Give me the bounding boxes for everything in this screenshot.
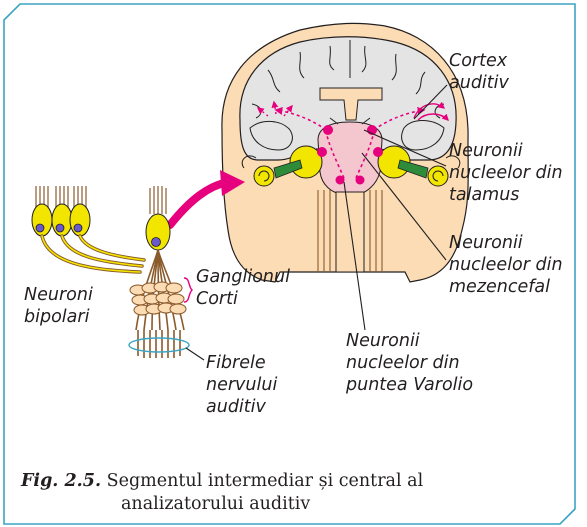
spinal-cord <box>336 192 364 272</box>
nucleus-mezencefal-right <box>373 147 383 157</box>
nucleus-puntea-left <box>336 176 345 185</box>
figure-number: Fig. 2.5. <box>21 471 101 491</box>
bipolar-neurons <box>32 186 144 272</box>
big-arrow <box>170 182 228 225</box>
nucleus-mezencefal-left <box>317 147 327 157</box>
ganglion-brace <box>184 278 192 302</box>
figure-caption: Fig. 2.5. Segmentul intermediar și centr… <box>21 470 581 516</box>
head-section <box>222 23 468 282</box>
caption-line-1: Segmentul intermediar și central al <box>107 471 424 491</box>
nucleus-talamus-left <box>323 125 333 135</box>
caption-line-2: analizatorului auditiv <box>21 493 581 516</box>
nucleus-puntea-right <box>356 176 365 185</box>
